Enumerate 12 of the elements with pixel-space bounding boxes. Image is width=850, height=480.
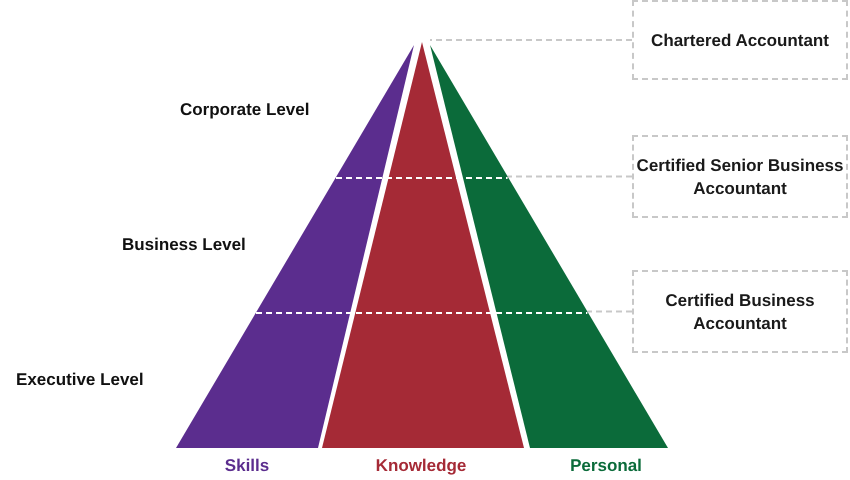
level-label: Executive Level (16, 370, 144, 390)
column-label: Personal (570, 456, 642, 476)
level-label: Business Level (122, 235, 246, 255)
leader-line (430, 39, 632, 41)
qualification-box: Certified Senior Business Accountant (632, 135, 848, 218)
leader-line (587, 310, 632, 312)
leader-line (508, 176, 632, 178)
qualification-box: Certified Business Accountant (632, 270, 848, 353)
qualification-box: Chartered Accountant (632, 0, 848, 80)
level-label: Corporate Level (180, 100, 310, 120)
column-label: Skills (224, 456, 270, 476)
column-label: Knowledge (376, 456, 466, 476)
